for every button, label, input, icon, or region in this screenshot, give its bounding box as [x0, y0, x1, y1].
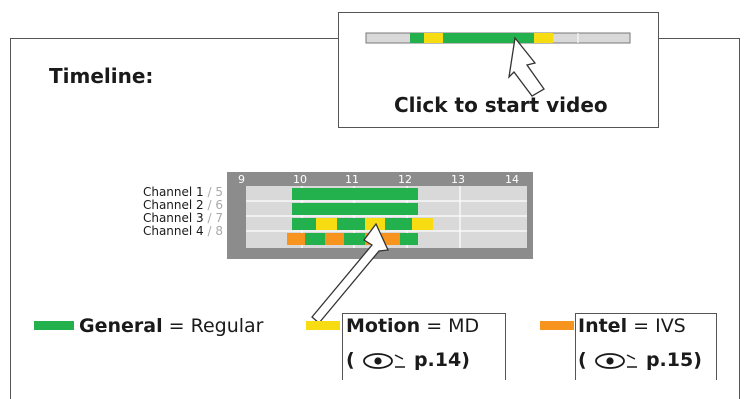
segment-general: [400, 233, 418, 245]
legend-general: General = Regular: [79, 315, 264, 337]
channel-label: Channel 1 / 5: [103, 186, 223, 198]
legend-intel: Intel = IVS: [578, 315, 686, 337]
legend-intel-rest: = IVS: [633, 315, 686, 337]
hour-label: 12: [398, 173, 412, 186]
cursor-arrow-icon: [508, 36, 545, 97]
segment-motion: [316, 218, 337, 230]
channel-label: Channel 2 / 6: [103, 199, 223, 211]
legend-intel-name: Intel: [578, 315, 628, 337]
intel-legend-box: [575, 313, 717, 380]
channel-label: Channel 4 / 8: [103, 225, 223, 237]
ref-page: p.14): [413, 349, 470, 371]
timeline-diagram: 9 10 11 12 13 14: [34, 32, 631, 330]
hour-label: 11: [345, 173, 359, 186]
channel-name: Channel 4: [142, 224, 204, 238]
legend-motion-rest: = MD: [426, 315, 480, 337]
segment-general: [337, 218, 365, 230]
legend-motion: Motion = MD: [346, 315, 479, 337]
ref-open: (: [578, 349, 587, 371]
eye-icon: [363, 352, 406, 369]
segment-motion: [412, 218, 433, 230]
hour-label: 14: [505, 173, 519, 186]
page-title: Timeline:: [49, 64, 154, 88]
channel-name: Channel 3: [142, 211, 204, 225]
callout-segment-motion: [424, 33, 443, 43]
legend-general-rest: = Regular: [168, 315, 264, 337]
segment-motion: [365, 218, 385, 230]
callout-segment-motion: [534, 33, 553, 43]
legend-swatch-general: [34, 321, 74, 330]
video-callout-panel: [338, 12, 659, 128]
legend-swatch-intel: [540, 321, 574, 330]
segment-intel: [287, 233, 305, 245]
segment-general: [344, 233, 365, 245]
callout-label: Click to start video: [394, 93, 608, 117]
channel-alt: / 6: [207, 198, 224, 212]
channel-alt: / 7: [207, 211, 224, 225]
channel-label: Channel 3 / 7: [103, 212, 223, 224]
hour-label: 13: [451, 173, 465, 186]
channel-alt: / 8: [207, 224, 224, 238]
legend-swatch-motion: [306, 321, 340, 330]
hour-label: 9: [238, 173, 245, 186]
ref-open: (: [346, 349, 355, 371]
channel-name: Channel 1: [142, 185, 204, 199]
segment-intel: [384, 233, 400, 245]
callout-timeline-bar[interactable]: [365, 32, 631, 44]
motion-legend-box: [342, 313, 506, 380]
motion-page-ref[interactable]: ( p.14): [346, 349, 470, 371]
ref-page: p.15): [645, 349, 702, 371]
segment-general: [292, 203, 418, 215]
eye-icon: [595, 352, 638, 369]
hour-label: 10: [293, 173, 307, 186]
segment-general: [385, 218, 412, 230]
channel-alt: / 5: [207, 185, 224, 199]
segment-general: [305, 233, 325, 245]
segment-general: [292, 218, 316, 230]
pointer-arrow-icon: [311, 222, 389, 324]
segment-general: [292, 188, 418, 200]
callout-segment-general: [443, 33, 534, 43]
segment-intel: [325, 233, 344, 245]
callout-segment-general: [410, 33, 424, 43]
legend-motion-name: Motion: [346, 315, 421, 337]
channel-name: Channel 2: [142, 198, 204, 212]
legend-general-name: General: [79, 315, 163, 337]
intel-page-ref[interactable]: ( p.15): [578, 349, 702, 371]
